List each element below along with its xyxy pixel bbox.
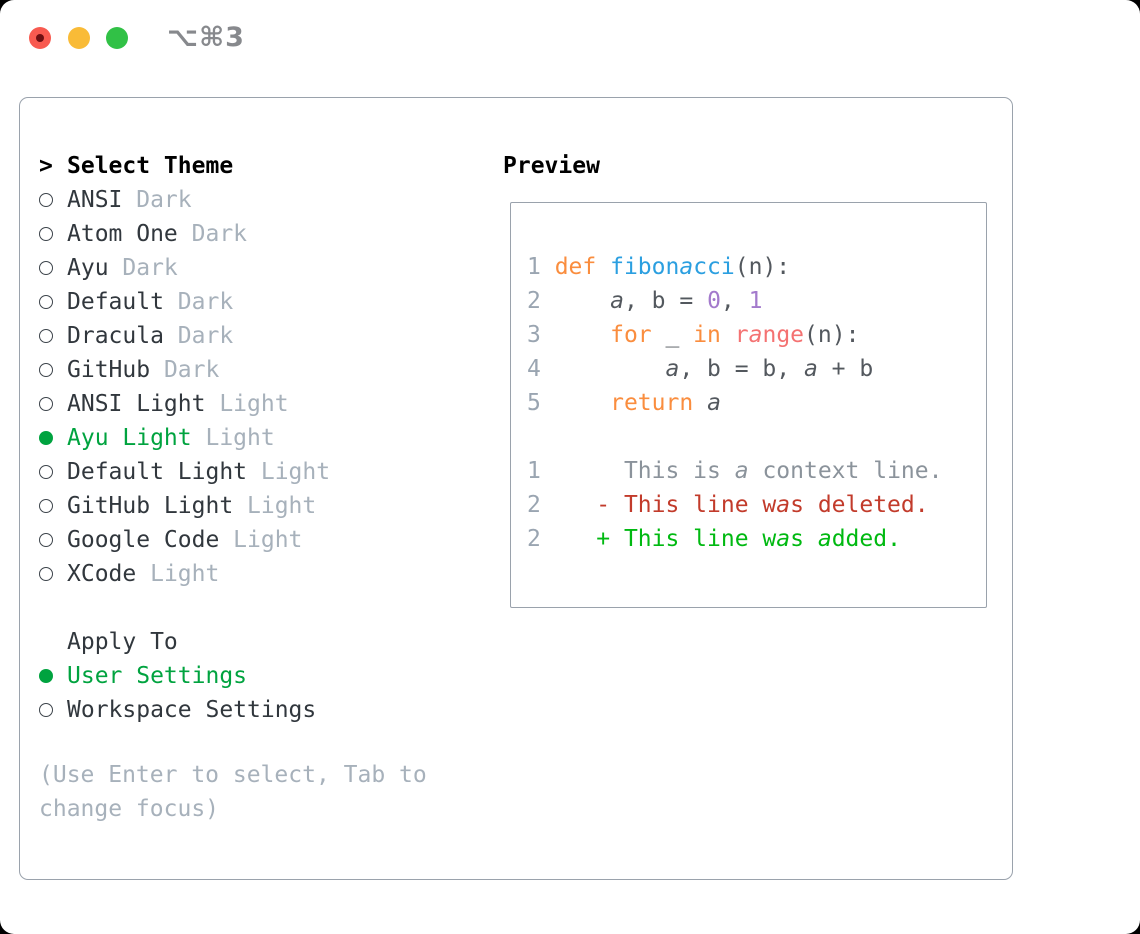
radio-icon — [39, 295, 67, 309]
close-dot-icon — [36, 34, 44, 42]
option-label: ANSI — [67, 187, 123, 213]
theme-variant-label: Light — [233, 527, 303, 553]
theme-option-ayu-light-light[interactable]: Ayu Light Light — [39, 421, 330, 455]
theme-option-github-light-light[interactable]: GitHub Light Light — [39, 489, 330, 523]
radio-icon — [39, 329, 67, 343]
window-shortcut-label: ⌥⌘3 — [167, 22, 245, 53]
code-line: 2 a, b = 0, 1 — [527, 288, 763, 314]
theme-variant-label: Dark — [191, 221, 248, 247]
minimize-button[interactable] — [68, 27, 90, 49]
code-line: 1 This is a context line. — [527, 458, 943, 484]
code-line: 3 for _ in range(n): — [527, 322, 860, 348]
code-line — [527, 420, 986, 454]
theme-variant-label: Light — [205, 425, 275, 451]
cursor-icon: > — [39, 153, 53, 179]
option-label: Atom One — [67, 221, 178, 247]
maximize-button[interactable] — [106, 27, 128, 49]
theme-option-ayu-dark[interactable]: Ayu Dark — [39, 251, 330, 285]
apply-option-user-settings[interactable]: User Settings — [39, 659, 316, 693]
radio-icon — [39, 703, 67, 717]
radio-selected-icon — [39, 669, 67, 683]
apply-to-header: Apply To — [67, 629, 178, 655]
theme-option-atom-one-dark[interactable]: Atom One Dark — [39, 217, 330, 251]
theme-variant-label: Dark — [177, 289, 234, 315]
preview-pane: 1 def fibonacci(n): 2 a, b = 0, 1 3 for _ … — [510, 202, 987, 608]
option-label: GitHub — [67, 357, 151, 383]
help-text: (Use Enter to select, Tab to change focu… — [39, 762, 427, 822]
code-line: 5 return a — [527, 390, 721, 416]
theme-variant-label: Dark — [177, 323, 234, 349]
theme-option-default-dark[interactable]: Default Dark — [39, 285, 330, 319]
option-label: Ayu Light — [67, 425, 192, 451]
code-preview: 1 def fibonacci(n): 2 a, b = 0, 1 3 for _ … — [527, 250, 986, 556]
radio-icon — [39, 397, 67, 411]
theme-option-default-light-light[interactable]: Default Light Light — [39, 455, 330, 489]
theme-variant-label: Light — [150, 561, 220, 587]
option-label: GitHub Light — [67, 493, 234, 519]
radio-icon — [39, 261, 67, 275]
code-line: 4 a, b = b, a + b — [527, 356, 874, 382]
radio-icon — [39, 193, 67, 207]
theme-option-dracula-dark[interactable]: Dracula Dark — [39, 319, 330, 353]
option-label: Default Light — [67, 459, 248, 485]
theme-variant-label: Light — [247, 493, 317, 519]
option-label: Dracula — [67, 323, 164, 349]
theme-option-ansi-light-light[interactable]: ANSI Light Light — [39, 387, 330, 421]
radio-icon — [39, 363, 67, 377]
option-label: Workspace Settings — [67, 697, 317, 723]
theme-variant-label: Dark — [136, 187, 192, 213]
apply-option-workspace-settings[interactable]: Workspace Settings — [39, 693, 316, 727]
theme-option-ansi-dark[interactable]: ANSI Dark — [39, 183, 330, 217]
titlebar: ⌥⌘3 — [0, 0, 1140, 97]
theme-option-github-dark[interactable]: GitHub Dark — [39, 353, 330, 387]
radio-icon — [39, 465, 67, 479]
theme-list-title: Select Theme — [67, 153, 234, 179]
option-label: Ayu — [67, 255, 109, 281]
option-label: ANSI Light — [67, 391, 206, 417]
option-label: Google Code — [67, 527, 220, 553]
code-line: 1 def fibonacci(n): — [527, 254, 791, 280]
radio-icon — [39, 499, 67, 513]
radio-icon — [39, 533, 67, 547]
radio-icon — [39, 227, 67, 241]
option-label: XCode — [67, 561, 137, 587]
option-label: User Settings — [67, 663, 248, 689]
theme-option-google-code-light[interactable]: Google Code Light — [39, 523, 330, 557]
theme-variant-label: Dark — [122, 255, 178, 281]
theme-option-xcode-light[interactable]: XCode Light — [39, 557, 330, 591]
code-line: 2 + This line was added. — [527, 526, 901, 552]
theme-list-header: > Select Theme — [39, 149, 330, 183]
preview-title: Preview — [503, 153, 600, 179]
radio-icon — [39, 567, 67, 581]
code-line: 2 - This line was deleted. — [527, 492, 929, 518]
theme-variant-label: Light — [260, 459, 331, 485]
close-button[interactable] — [29, 27, 51, 49]
theme-variant-label: Light — [219, 391, 289, 417]
radio-selected-icon — [39, 431, 67, 445]
preview-header: Preview — [503, 149, 600, 183]
option-label: Default — [67, 289, 164, 315]
theme-variant-label: Dark — [163, 357, 220, 383]
